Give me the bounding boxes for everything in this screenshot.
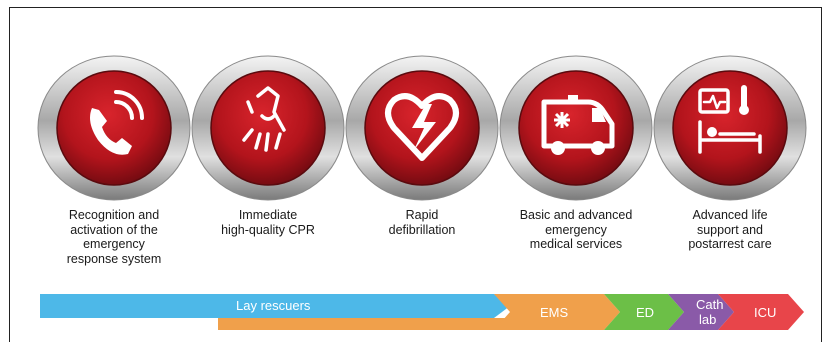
ems-underlay-bar bbox=[218, 318, 530, 330]
ems-label: EMS bbox=[540, 305, 569, 320]
ems-bar bbox=[494, 294, 620, 330]
cath-lab-label-line1: Cath bbox=[696, 297, 723, 312]
phone-icon bbox=[90, 90, 144, 155]
step-label-4: Basic and advanced emergency medical ser… bbox=[519, 208, 633, 251]
heart-defibrillation-icon bbox=[385, 93, 459, 161]
chain-link-3 bbox=[345, 55, 499, 201]
step-label-1: Recognition and activation of the emerge… bbox=[66, 208, 162, 266]
chain-link-5 bbox=[653, 55, 807, 201]
icu-label: ICU bbox=[754, 305, 776, 320]
step-labels: Recognition and activation of the emerge… bbox=[0, 208, 833, 288]
ambulance-icon bbox=[541, 95, 615, 155]
lay-rescuers-label: Lay rescuers bbox=[236, 298, 311, 313]
ed-bar bbox=[604, 294, 684, 330]
step-label-2: Immediate high-quality CPR bbox=[221, 208, 315, 237]
cath-lab-label-line2: lab bbox=[699, 312, 716, 327]
step-label-5: Advanced life support and postarrest car… bbox=[688, 208, 772, 251]
ed-label: ED bbox=[636, 305, 654, 320]
hospital-bed-icon bbox=[698, 85, 762, 154]
chain-link-1 bbox=[37, 55, 191, 201]
cath-lab-bar bbox=[668, 294, 734, 330]
step-label-3: Rapid defibrillation bbox=[388, 208, 456, 237]
lay-rescuers-bar bbox=[40, 294, 510, 318]
cpr-hands-icon bbox=[242, 86, 286, 152]
icu-bar bbox=[718, 294, 804, 330]
chain-link-2 bbox=[191, 55, 345, 201]
chain-link-4 bbox=[499, 55, 653, 201]
